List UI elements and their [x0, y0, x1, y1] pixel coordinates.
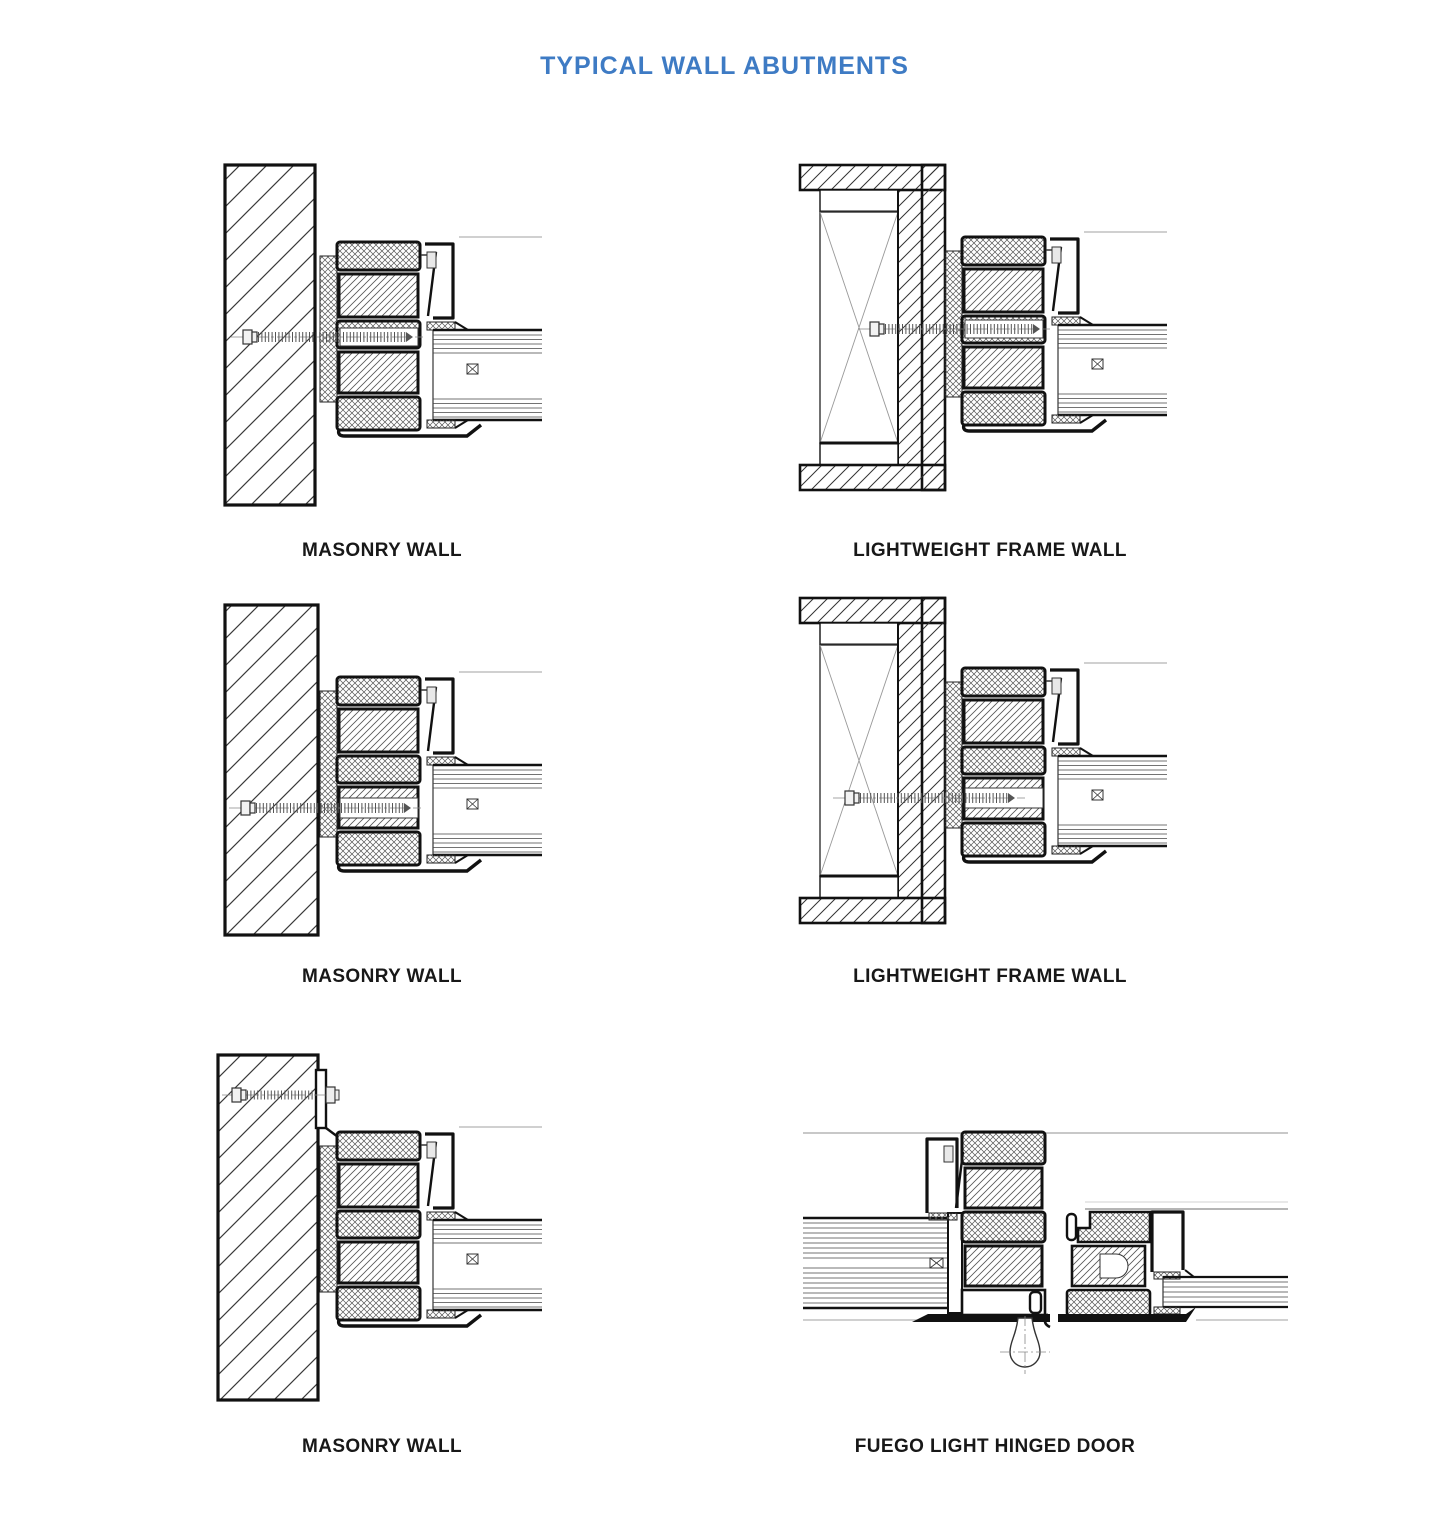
door-frame [1065, 1210, 1195, 1318]
lightweight-frame-wall-detail-middle [798, 596, 1169, 925]
page-title: TYPICAL WALL ABUTMENTS [540, 52, 909, 80]
frame-assembly [318, 670, 544, 873]
bolt-nut-washer [334, 1089, 340, 1101]
lock-cutout [1099, 1253, 1129, 1279]
masonry-wall-detail-top [223, 163, 544, 507]
panel-label-lightweight-top: LIGHTWEIGHT FRAME WALL [853, 540, 1127, 561]
pivot-hinge [1000, 1316, 1050, 1374]
panel-label-masonry-middle: MASONRY WALL [302, 966, 462, 987]
masonry-wall-detail-bottom [216, 1053, 544, 1402]
masonry-wall-detail-middle [223, 603, 544, 937]
frame-bottom-rail [1058, 1307, 1196, 1322]
leaf-seal [1028, 1290, 1043, 1315]
fuego-light-hinged-door-detail [803, 1130, 1288, 1374]
frame-assembly [318, 1125, 544, 1328]
fixing-bracket [314, 1068, 328, 1130]
panel-label-masonry-top: MASONRY WALL [302, 540, 462, 561]
right-partition-panel [1058, 1275, 1288, 1322]
lightweight-frame-wall-detail-top [798, 163, 1169, 492]
clamp-channel-left [925, 1137, 965, 1221]
left-partition-panel [803, 1216, 948, 1321]
stud-wall [798, 596, 947, 925]
masonry-wall-hatch [216, 1053, 320, 1402]
masonry-wall-hatch [223, 163, 317, 507]
leaf-bottom-rail [912, 1314, 1050, 1322]
frame-assembly [943, 661, 1169, 864]
panel-label-fuego-door: FUEGO LIGHT HINGED DOOR [854, 1436, 1136, 1457]
frame-seal [1065, 1212, 1078, 1242]
panel-label-masonry-bottom: MASONRY WALL [302, 1436, 462, 1457]
door-leaf [912, 1130, 1051, 1329]
panel-label-lightweight-middle: LIGHTWEIGHT FRAME WALL [853, 966, 1127, 987]
frame-upright [947, 1212, 963, 1314]
masonry-wall-hatch [223, 603, 320, 937]
bolt-nut [325, 1086, 336, 1104]
